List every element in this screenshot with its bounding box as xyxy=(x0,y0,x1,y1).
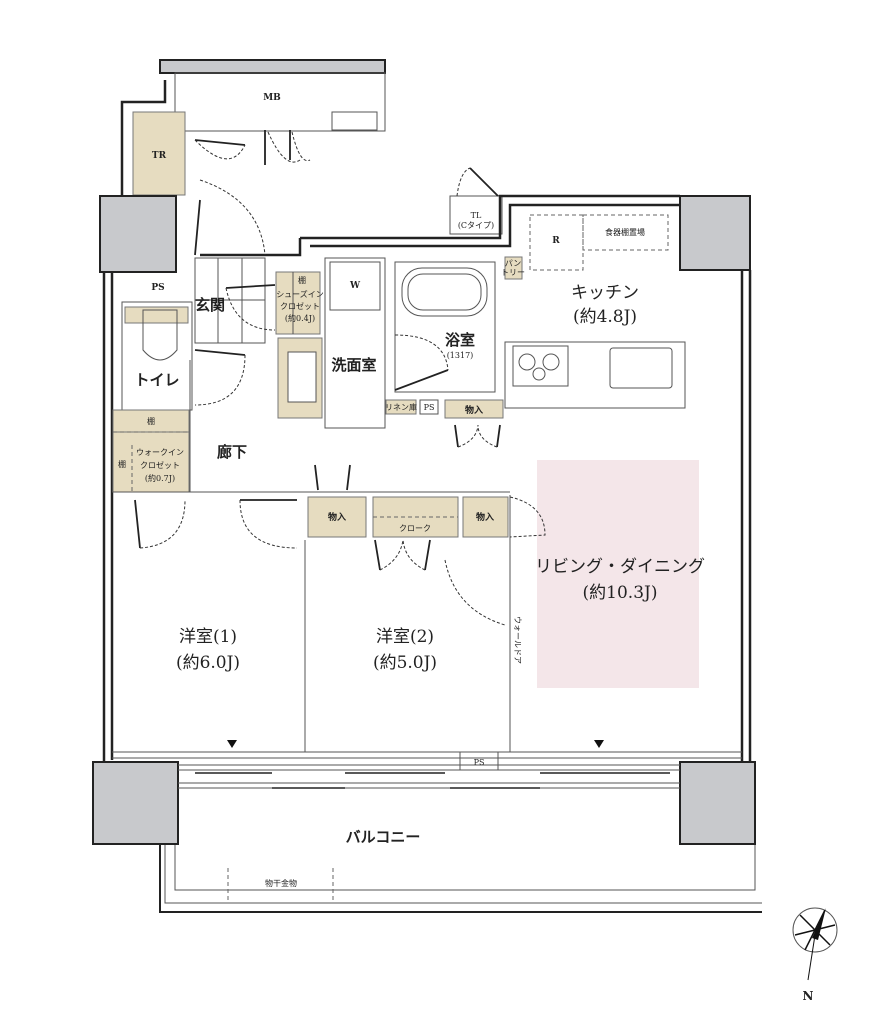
kitchen-size: (約4.8J) xyxy=(573,307,637,327)
ps-bottom-label: PS xyxy=(474,758,485,767)
wic-label-1: ウォークイン xyxy=(136,448,184,457)
shoes-closet xyxy=(275,271,321,335)
ps-mid xyxy=(419,399,439,415)
entrance-label: 玄関 xyxy=(195,296,225,314)
bedroom2-label: 洋室(2) xyxy=(376,627,434,647)
storage-1-label: 物入 xyxy=(465,404,483,416)
window-sashes xyxy=(178,764,680,789)
shoes-shelf-label: 棚 xyxy=(298,275,306,285)
closet-label: クローク xyxy=(399,524,431,533)
bath-size: (1317) xyxy=(447,351,474,360)
wic-shelf-side-label: 棚 xyxy=(118,459,126,469)
mb-area: MB xyxy=(159,59,386,165)
storage-row: 物入 クローク 物入 xyxy=(112,360,546,752)
linen-label: リネン庫 xyxy=(385,402,417,412)
compass-icon: N xyxy=(792,907,838,1003)
linen-storage xyxy=(385,399,417,415)
balcony-label: バルコニー xyxy=(346,828,421,846)
walk-in-closet: 棚 棚 ウォークイン クロゼット (約0.7J) xyxy=(112,409,190,493)
washer-label: W xyxy=(349,281,361,291)
refrigerator-label: R xyxy=(552,236,560,246)
ps-bottom xyxy=(459,751,499,771)
ps-top-label: PS xyxy=(151,283,164,293)
living-size: (約10.3J) xyxy=(583,583,658,603)
ps-mid-label: PS xyxy=(424,403,435,412)
tr-label: TR xyxy=(152,151,167,161)
mb-label: MB xyxy=(263,93,281,103)
tr-area: TR xyxy=(120,80,186,196)
pantry-label-1: パン xyxy=(505,259,521,268)
kitchen-label: キッチン xyxy=(571,283,639,303)
compass-north-label: N xyxy=(803,989,814,1003)
storage-3-label: 物入 xyxy=(476,511,494,523)
bedroom2-size: (約5.0J) xyxy=(373,653,437,673)
wall-door-label: ウォールドア xyxy=(513,616,522,664)
cupboard-label: 食器棚置場 xyxy=(605,227,645,237)
toilet-area: トイレ xyxy=(121,301,246,411)
shoes-closet-label-2: クロゼット xyxy=(280,301,320,311)
bedroom1-size: (約6.0J) xyxy=(176,653,240,673)
balcony-area: バルコニー 物干金物 xyxy=(159,828,762,913)
washroom-area: W 洗面室 xyxy=(277,257,386,429)
bath-label: 浴室 xyxy=(445,331,475,349)
storage-1 xyxy=(444,399,504,419)
bedroom1-label: 洋室(1) xyxy=(179,627,237,647)
outer-walls xyxy=(102,194,752,762)
window-arrow-right xyxy=(594,740,604,748)
entrance-area: 玄関 PS 棚 シューズイン クロゼット (約0.4J) xyxy=(151,179,324,344)
tl-type-label: (Cタイプ) xyxy=(458,221,494,230)
toilet-label: トイレ xyxy=(134,371,179,389)
column-bottom-left xyxy=(92,761,179,845)
storage-2-label: 物入 xyxy=(328,511,346,523)
hallway-label: 廊下 xyxy=(217,443,247,461)
column-bottom-right xyxy=(679,761,756,845)
wic-shelf-top-label: 棚 xyxy=(147,416,155,426)
wic-label-2: クロゼット xyxy=(140,460,180,470)
tl-area: TL (Cタイプ) xyxy=(449,167,503,235)
washroom-label: 洗面室 xyxy=(331,356,376,374)
shoes-closet-size: (約0.4J) xyxy=(285,313,315,323)
column-top-left xyxy=(99,195,177,273)
pantry-label-2: トリー xyxy=(501,268,525,277)
shoes-closet-label-1: シューズイン xyxy=(276,289,324,299)
wic-size: (約0.7J) xyxy=(145,473,175,483)
living-label: リビング・ダイニング xyxy=(535,557,705,577)
tl-label: TL xyxy=(471,211,482,220)
column-top-right xyxy=(679,195,751,271)
laundry-hanger-label: 物干金物 xyxy=(265,878,297,888)
bath-area: 浴室 (1317) xyxy=(394,261,496,393)
kitchen-area: R 食器棚置場 パン トリー キッチン (約4.8J) xyxy=(501,214,686,409)
window-arrow-left xyxy=(227,740,237,748)
living-highlight xyxy=(537,460,699,688)
